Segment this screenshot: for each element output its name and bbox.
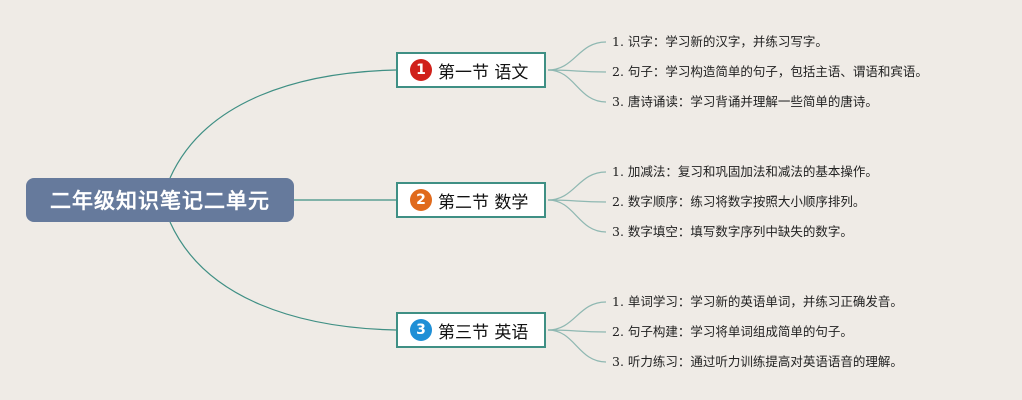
leaf-item[interactable]: 2. 句子：学习构造简单的句子，包括主语、谓语和宾语。 [612, 64, 928, 79]
section-node-math[interactable]: 2 第二节 数学 [396, 182, 546, 218]
leaf-item[interactable]: 3. 唐诗诵读：学习背诵并理解一些简单的唐诗。 [612, 94, 878, 109]
section-label: 第三节 英语 [438, 322, 529, 343]
section-1-leaf-1-line [547, 41, 607, 71]
leaf-item[interactable]: 1. 加减法：复习和巩固加法和减法的基本操作。 [612, 164, 878, 179]
section-3-leaf-3-line [547, 329, 607, 363]
leaf-item[interactable]: 1. 单词学习：学习新的英语单词，并练习正确发音。 [612, 294, 903, 309]
root-topic[interactable]: 二年级知识笔记二单元 [26, 178, 294, 222]
leaf-item[interactable]: 1. 识字：学习新的汉字，并练习写字。 [612, 34, 828, 49]
leaf-item[interactable]: 2. 数字顺序：练习将数字按照大小顺序排列。 [612, 194, 866, 209]
root-topic-label: 二年级知识笔记二单元 [50, 189, 270, 213]
section-node-english[interactable]: 3 第三节 英语 [396, 312, 546, 348]
leaf-item[interactable]: 3. 数字填空：填写数字序列中缺失的数字。 [612, 224, 853, 239]
number-1-badge-icon: 1 [410, 59, 432, 81]
leaf-item[interactable]: 2. 句子构建：学习将单词组成简单的句子。 [612, 324, 853, 339]
number-2-badge-icon: 2 [410, 189, 432, 211]
number-3-badge-icon: 3 [410, 319, 432, 341]
leaf-item[interactable]: 3. 听力练习：通过听力训练提高对英语语音的理解。 [612, 354, 903, 369]
section-2-leaf-1-line [547, 171, 607, 201]
root-to-section-3-line [169, 221, 397, 331]
section-node-chinese[interactable]: 1 第一节 语文 [396, 52, 546, 88]
section-3-leaf-1-line [547, 301, 607, 331]
section-2-leaf-3-line [547, 199, 607, 233]
section-label: 第二节 数学 [438, 192, 529, 213]
section-label: 第一节 语文 [438, 62, 529, 83]
root-to-section-1-line [169, 69, 397, 179]
section-1-leaf-3-line [547, 69, 607, 103]
